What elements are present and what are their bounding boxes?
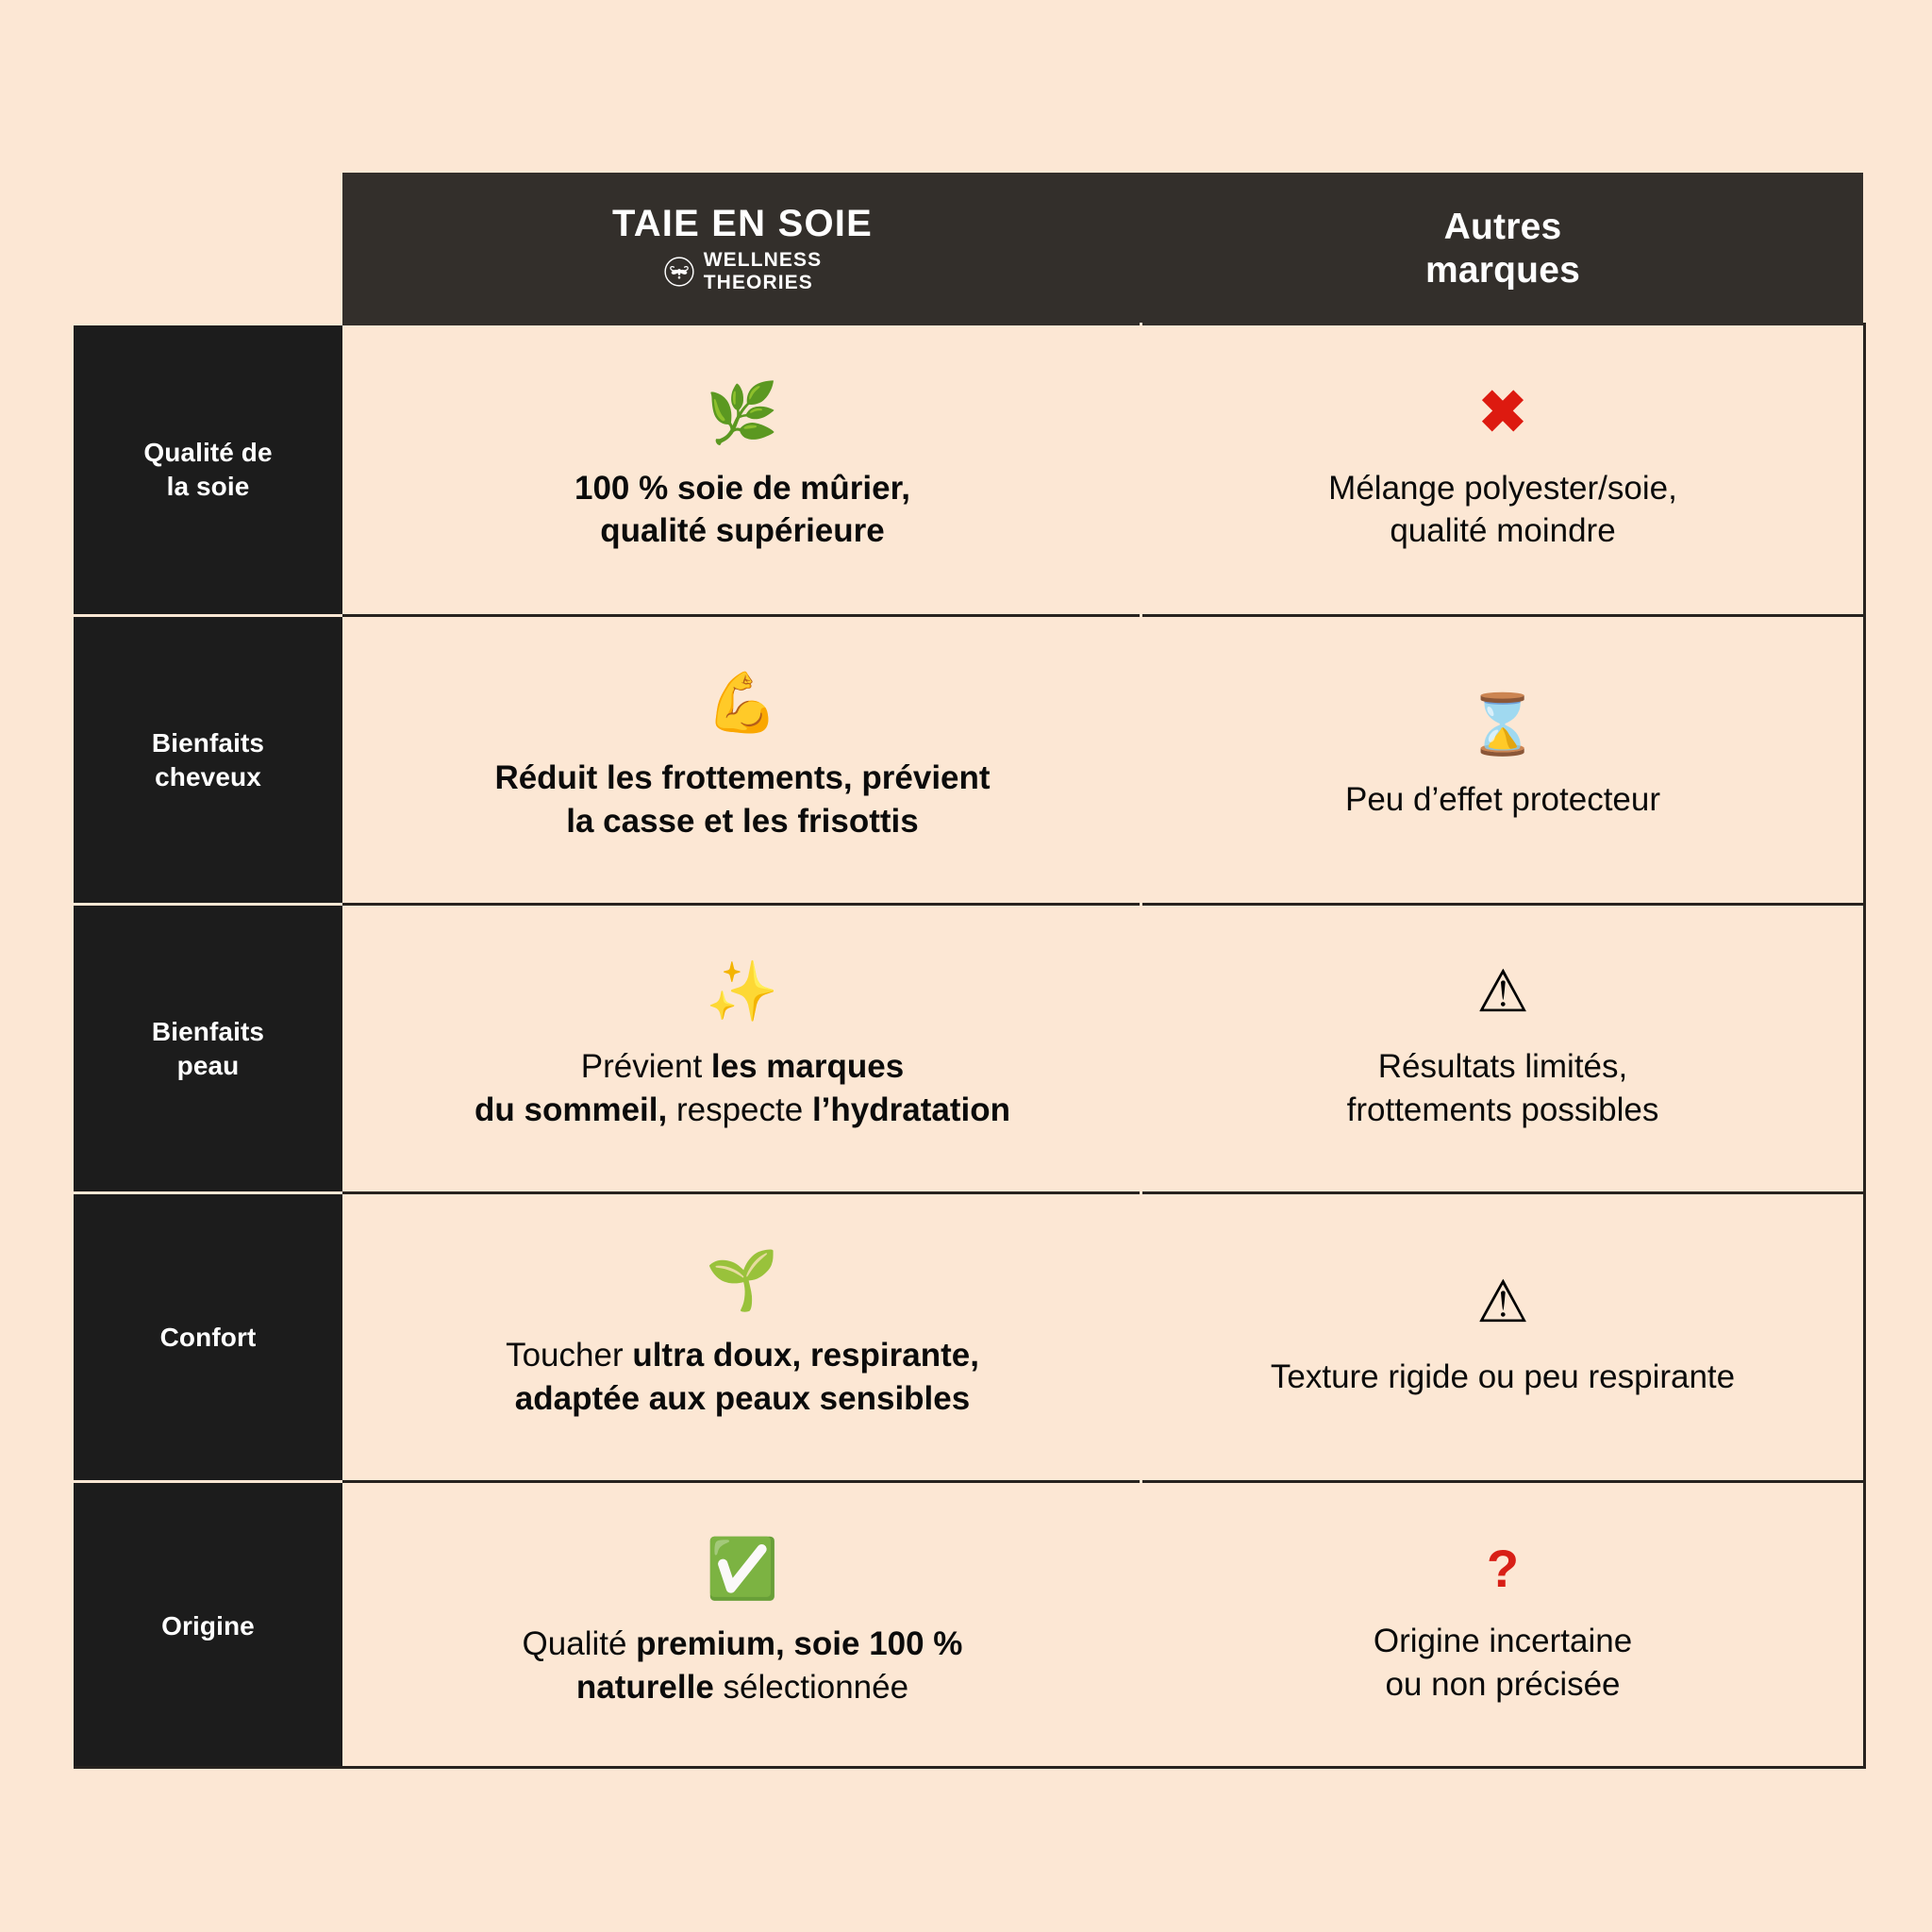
comparison-table: TAIE EN SOIE WELLNESS THEORIES Au <box>74 173 1866 1769</box>
cell-brand-confort: 🌱 Toucher ultra doux, respirante,adaptée… <box>342 1191 1142 1480</box>
header-other-brands-column: Autres marques <box>1142 173 1863 325</box>
row-label-qualite-de-la-soie: Qualité de la soie <box>74 325 342 614</box>
cell-brand-text: 100 % soie de mûrier,qualité supérieure <box>574 469 910 550</box>
green-check-mark-button-emoji: ✅ <box>706 1534 779 1603</box>
cell-brand-qualite-de-la-soie: 🌿 100 % soie de mûrier,qualité supérieur… <box>342 325 1142 614</box>
warning-triangle-emoji: ⚠ <box>1476 957 1529 1025</box>
bee-in-circle-icon <box>663 256 695 288</box>
row-label-line2: peau <box>176 1050 240 1080</box>
other-brands-line2: marques <box>1425 250 1580 291</box>
flexed-biceps-emoji: 💪 <box>706 668 779 737</box>
row-label-line1: Qualité de <box>143 438 273 468</box>
cell-other-text: Peu d’effet protecteur <box>1344 780 1661 818</box>
cell-other-text: Texture rigide ou peu respirante <box>1270 1357 1736 1395</box>
cell-other-text: Résultats limités,frottements possibles <box>1346 1048 1659 1128</box>
cell-other-confort: ⚠ Texture rigide ou peu respirante <box>1140 1191 1866 1480</box>
row-label-confort: Confort <box>74 1191 342 1480</box>
brand-subtitle: WELLNESS THEORIES <box>704 249 822 295</box>
row-label-origine: Origine <box>74 1480 342 1769</box>
row-label-text: Confort <box>159 1322 257 1352</box>
red-question-mark-icon: ? <box>1486 1539 1520 1598</box>
brand-lockup: WELLNESS THEORIES <box>663 249 822 295</box>
cell-brand-origine: ✅ Qualité premium, soie 100 %naturelle s… <box>342 1480 1142 1769</box>
header-brand-column: TAIE EN SOIE WELLNESS THEORIES <box>342 173 1142 325</box>
cell-brand-text: Qualité premium, soie 100 %naturelle sél… <box>522 1625 963 1706</box>
herb-leaf-emoji: 🌿 <box>706 377 779 447</box>
row-label-text: Origine <box>161 1610 255 1641</box>
other-brands-line1: Autres <box>1443 206 1562 247</box>
brand-subtitle-line2: THEORIES <box>703 272 813 293</box>
row-label-text: Bienfaits cheveux <box>152 726 264 794</box>
red-cross-mark-icon: ✖ <box>1478 379 1527 445</box>
row-label-line1: Bienfaits <box>151 1016 265 1046</box>
cell-other-qualite-de-la-soie: ✖ Mélange polyester/soie,qualité moindre <box>1140 323 1866 614</box>
brand-title: TAIE EN SOIE <box>612 202 873 244</box>
row-label-bienfaits-cheveux: Bienfaits cheveux <box>74 614 342 903</box>
cell-other-bienfaits-cheveux: ⌛ Peu d’effet protecteur <box>1140 614 1866 903</box>
row-label-line1: Bienfaits <box>151 727 265 758</box>
table-bottom-rule <box>74 1766 1863 1769</box>
row-label-line2: cheveux <box>155 761 261 791</box>
row-label-text: Bienfaits peau <box>152 1015 264 1083</box>
row-label-bienfaits-peau: Bienfaits peau <box>74 903 342 1191</box>
cell-brand-text: Toucher ultra doux, respirante,adaptée a… <box>506 1337 979 1417</box>
cell-other-text: Mélange polyester/soie,qualité moindre <box>1328 469 1677 550</box>
warning-triangle-emoji: ⚠ <box>1476 1266 1529 1336</box>
row-label-text: Qualité de la soie <box>143 436 272 504</box>
table-corner-blank <box>74 173 342 325</box>
cell-other-bienfaits-peau: ⚠ Résultats limités,frottements possible… <box>1140 903 1866 1191</box>
row-label-line2: la soie <box>166 472 250 501</box>
sparkles-emoji: ✨ <box>706 957 779 1025</box>
brand-subtitle-line1: WELLNESS <box>703 248 823 271</box>
hourglass-emoji: ⌛ <box>1466 689 1540 758</box>
seedling-emoji: 🌱 <box>706 1245 779 1314</box>
other-brands-title: Autres marques <box>1425 206 1580 292</box>
